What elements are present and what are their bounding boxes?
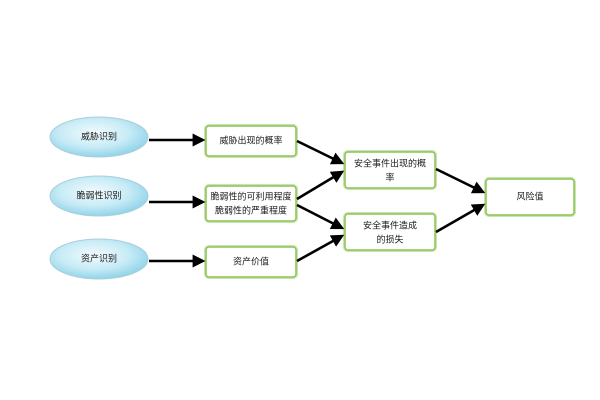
- arrow-threatprob-to-incidentprob: [296, 139, 345, 165]
- vulnerability-severity-label: 脆弱性的严重程度: [215, 205, 287, 217]
- vulnerability-identification-node: 脆弱性识别: [49, 175, 149, 217]
- asset-identification-node: 资产识别: [49, 238, 149, 280]
- incident-loss-box: 安全事件造成 的损失: [343, 212, 437, 252]
- incident-probability-label-line2: 率: [385, 172, 394, 184]
- incident-loss-label-line2: 的损失: [376, 234, 403, 246]
- arrow-assetvalue-to-incidentloss: [296, 234, 345, 263]
- incident-loss-label-line1: 安全事件造成: [363, 220, 417, 232]
- asset-value-box: 资产价值: [204, 245, 298, 279]
- threat-probability-box: 威胁出现的概率: [204, 124, 298, 158]
- risk-value-label: 风险值: [516, 191, 543, 203]
- threat-identification-node: 威胁识别: [49, 116, 149, 158]
- arrow-degree-to-incidentprob: [296, 170, 345, 201]
- threat-probability-label: 威胁出现的概率: [219, 135, 282, 147]
- asset-value-label: 资产价值: [233, 256, 269, 268]
- vulnerability-identification-label: 脆弱性识别: [76, 190, 121, 202]
- threat-identification-label: 威胁识别: [81, 131, 117, 143]
- arrow-incidentprob-to-risk: [435, 167, 486, 194]
- arrow-degree-to-incidentloss: [296, 203, 345, 230]
- incident-probability-label-line1: 安全事件出现的概: [354, 158, 426, 170]
- vulnerability-exploitability-label: 脆弱性的可利用程度: [210, 191, 291, 203]
- arrow-incidentloss-to-risk: [435, 203, 486, 234]
- incident-probability-box: 安全事件出现的概 率: [343, 150, 437, 190]
- risk-value-box: 风险值: [484, 177, 576, 217]
- vulnerability-degree-box: 脆弱性的可利用程度 脆弱性的严重程度: [204, 184, 298, 223]
- asset-identification-label: 资产识别: [81, 253, 117, 265]
